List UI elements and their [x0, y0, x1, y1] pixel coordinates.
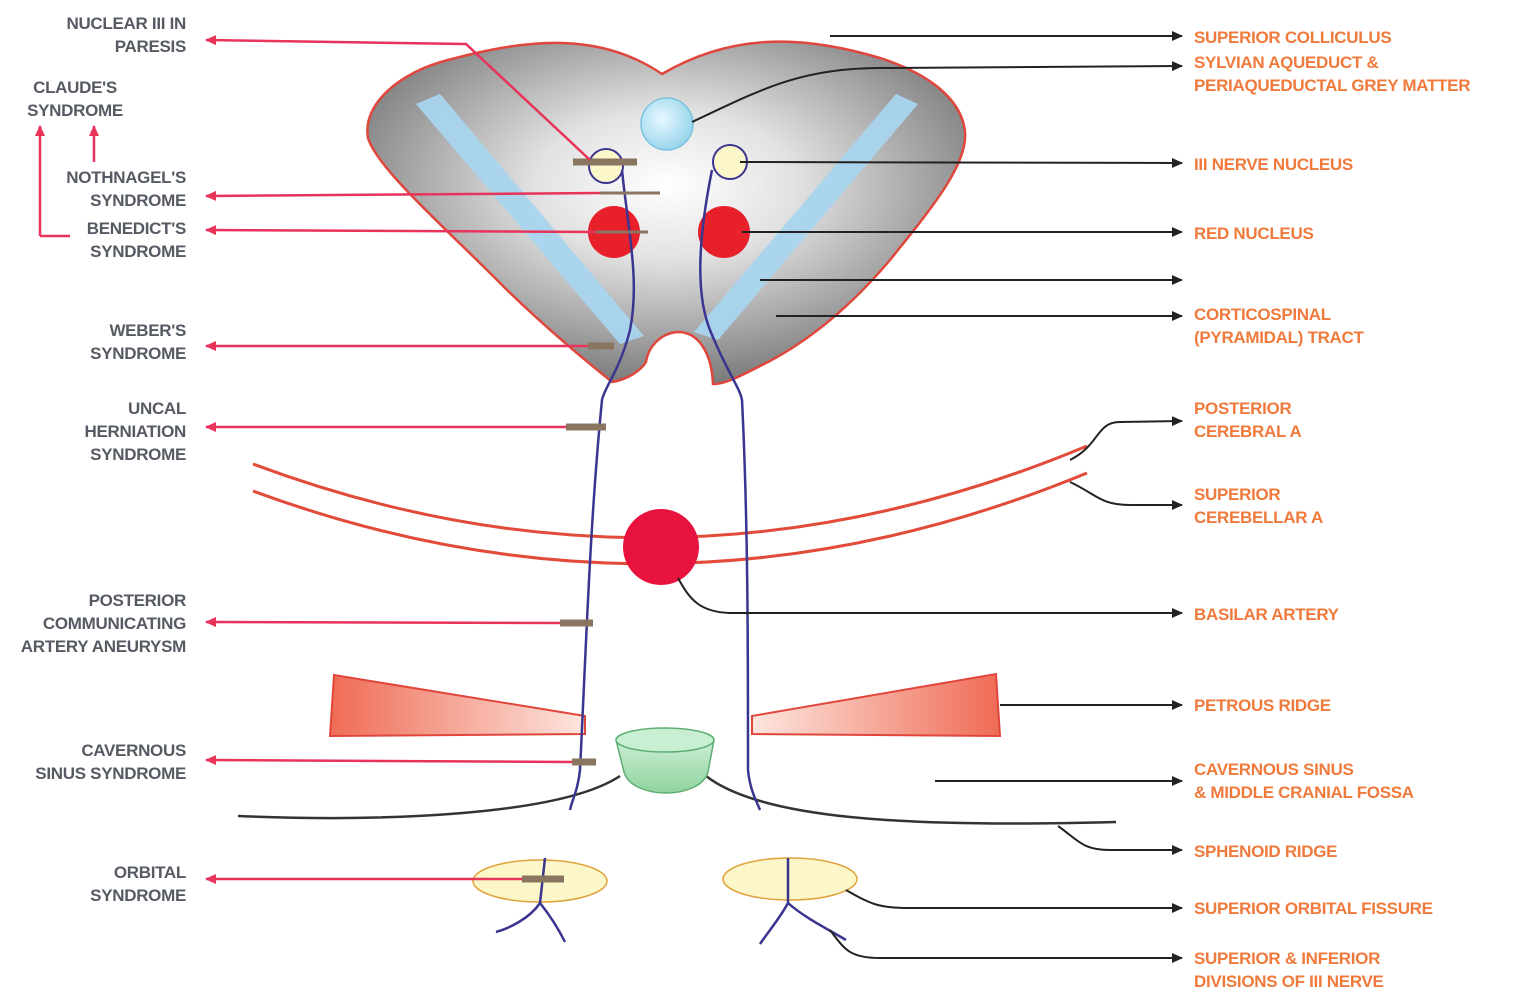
cavernous-sinus-line-2: & MIDDLE CRANIAL FOSSA — [1194, 783, 1414, 802]
midbrain-outline — [367, 42, 965, 384]
label-nothnagels-syndrome: NOTHNAGEL'S SYNDROME — [66, 168, 186, 210]
arrow-superior-cerebellar — [1070, 482, 1182, 505]
right-petrous-ridge — [752, 674, 1000, 736]
webers-line-1: WEBER'S — [109, 321, 186, 340]
label-corticospinal-tract: CORTICOSPINAL (PYRAMIDAL) TRACT — [1194, 305, 1365, 347]
label-pcom-aneurysm: POSTERIOR COMMUNICATING ARTERY ANEURYSM — [21, 591, 186, 656]
webers-line-2: SYNDROME — [90, 344, 186, 363]
label-sphenoid-ridge: SPHENOID RIDGE — [1194, 842, 1337, 861]
label-sylvian-aqueduct: SYLVIAN AQUEDUCT & PERIAQUEDUCTAL GREY MA… — [1194, 53, 1470, 95]
uncal-line-2: HERNIATION — [84, 422, 186, 441]
label-petrous-ridge: PETROUS RIDGE — [1194, 696, 1331, 715]
label-superior-orbital-fissure: SUPERIOR ORBITAL FISSURE — [1194, 899, 1433, 918]
sca-line-1: SUPERIOR — [1194, 485, 1280, 504]
uncal-line-1: UNCAL — [128, 399, 186, 418]
divisions-line-2: DIVISIONS OF III NERVE — [1194, 972, 1384, 991]
colliculus-line-1: SUPERIOR COLLICULUS — [1194, 28, 1391, 47]
arrow-basilar — [678, 578, 1182, 613]
pituitary — [616, 728, 714, 793]
nothnagels-line-1: NOTHNAGEL'S — [66, 168, 186, 187]
right-superior-orbital-fissure — [723, 858, 857, 900]
aqueduct-line-2: PERIAQUEDUCTAL GREY MATTER — [1194, 76, 1470, 95]
left-labels: NUCLEAR III IN PARESIS CLAUDE'S SYNDROME N… — [21, 14, 186, 905]
arrow-iii-nerve-nucleus — [740, 162, 1182, 163]
label-posterior-cerebral-a: POSTERIOR CEREBRAL A — [1194, 399, 1302, 441]
label-claudes-syndrome: CLAUDE'S SYNDROME — [27, 78, 123, 120]
nothnagels-line-2: SYNDROME — [90, 191, 186, 210]
label-orbital-syndrome: ORBITAL SYNDROME — [90, 863, 186, 905]
aqueduct-line-1: SYLVIAN AQUEDUCT & — [1194, 53, 1378, 72]
divisions-line-1: SUPERIOR & INFERIOR — [1194, 949, 1380, 968]
cavernous-line-1: CAVERNOUS — [81, 741, 186, 760]
label-superior-colliculus: SUPERIOR COLLICULUS — [1194, 28, 1391, 47]
arrow-nerve-divisions — [830, 930, 1182, 958]
label-cavernous-sinus: CAVERNOUS SINUS & MIDDLE CRANIAL FOSSA — [1194, 760, 1414, 802]
uncal-line-3: SYNDROME — [90, 445, 186, 464]
arrow-sphenoid — [1058, 826, 1182, 850]
label-basilar-artery: BASILAR ARTERY — [1194, 605, 1340, 624]
sylvian-aqueduct — [641, 98, 693, 150]
basilar-artery — [623, 509, 699, 585]
sca-line-2: CEREBELLAR A — [1194, 508, 1323, 527]
orbital-line-2: SYNDROME — [90, 886, 186, 905]
nuclear-line-1: NUCLEAR III IN — [66, 14, 186, 33]
label-nerve-divisions: SUPERIOR & INFERIOR DIVISIONS OF III NERV… — [1194, 949, 1384, 991]
benedicts-line-1: BENEDICT'S — [87, 219, 186, 238]
claudes-line-2: SYNDROME — [27, 101, 123, 120]
petrous-line-1: PETROUS RIDGE — [1194, 696, 1331, 715]
arrow-cavernous — [206, 760, 572, 762]
cavernous-sinus-line-1: CAVERNOUS SINUS — [1194, 760, 1354, 779]
sphenoid-line-1: SPHENOID RIDGE — [1194, 842, 1337, 861]
fissure-line-1: SUPERIOR ORBITAL FISSURE — [1194, 899, 1433, 918]
basilar-line-1: BASILAR ARTERY — [1194, 605, 1340, 624]
benedicts-line-2: SYNDROME — [90, 242, 186, 261]
orbital-line-1: ORBITAL — [114, 863, 186, 882]
pca-line-1: POSTERIOR — [1194, 399, 1291, 418]
red-nucleus-line-1: RED NUCLEUS — [1194, 224, 1314, 243]
arrow-pcom — [206, 622, 560, 623]
nucleus-line-1: III NERVE NUCLEUS — [1194, 155, 1353, 174]
pcom-line-3: ARTERY ANEURYSM — [21, 637, 186, 656]
arrow-orbital-fissure — [846, 890, 1182, 908]
corticospinal-line-1: CORTICOSPINAL — [1194, 305, 1331, 324]
label-uncal-herniation: UNCAL HERNIATION SYNDROME — [84, 399, 186, 464]
left-iii-nucleus — [589, 149, 623, 183]
corticospinal-line-2: (PYRAMIDAL) TRACT — [1194, 328, 1365, 347]
label-red-nucleus: RED NUCLEUS — [1194, 224, 1314, 243]
label-iii-nerve-nucleus: III NERVE NUCLEUS — [1194, 155, 1353, 174]
label-superior-cerebellar-a: SUPERIOR CEREBELLAR A — [1194, 485, 1323, 527]
pcom-line-2: COMMUNICATING — [43, 614, 186, 633]
nuclear-line-2: PARESIS — [115, 37, 186, 56]
claudes-line-1: CLAUDE'S — [33, 78, 117, 97]
pca-line-2: CEREBRAL A — [1194, 422, 1302, 441]
label-cavernous-sinus-syndrome: CAVERNOUS SINUS SYNDROME — [35, 741, 186, 783]
midbrain-section — [367, 42, 965, 384]
label-webers-syndrome: WEBER'S SYNDROME — [90, 321, 186, 363]
arrow-posterior-cerebral — [1070, 421, 1182, 460]
label-nuclear-paresis: NUCLEAR III IN PARESIS — [66, 14, 186, 56]
label-benedicts-syndrome: BENEDICT'S SYNDROME — [87, 219, 186, 261]
left-petrous-ridge — [330, 675, 585, 736]
pcom-line-1: POSTERIOR — [89, 591, 186, 610]
cavernous-line-2: SINUS SYNDROME — [35, 764, 186, 783]
